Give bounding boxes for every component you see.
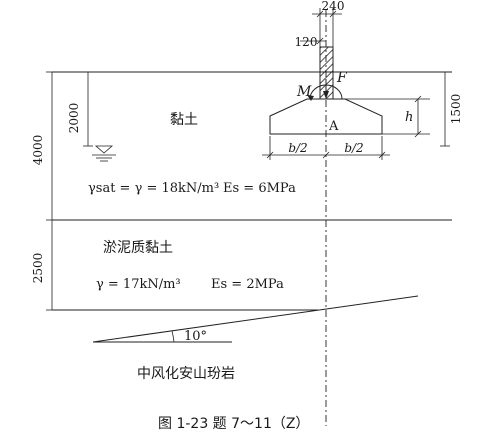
layer2-es: Es = 2MPa (211, 277, 284, 292)
depth-layer2-label: 2500 (31, 253, 45, 284)
rock-name: 中风化安山玢岩 (137, 366, 235, 382)
depth-base-label: 1500 (449, 94, 463, 125)
force-label: F (336, 70, 348, 86)
figure-caption: 图 1-23 题 7～11（Z） (158, 416, 309, 432)
point-a-label: A (328, 119, 339, 134)
angle-arc (171, 330, 175, 343)
layer2-gamma: γ = 17kN/m³ (96, 277, 181, 292)
layer1-es: Es = 6MPa (223, 181, 296, 196)
slope-angle-label: 10° (184, 329, 207, 344)
half-b-right-label: b/2 (344, 141, 363, 155)
half-b-left-label: b/2 (288, 141, 307, 155)
depth-water-label: 2000 (67, 103, 81, 134)
depth-layer1-label: 4000 (31, 135, 45, 166)
moment-label: M (296, 84, 312, 100)
h-label: h (405, 110, 413, 125)
column-width-label: 240 (322, 0, 345, 13)
layer2-name: 淤泥质黏土 (103, 240, 173, 256)
rock-surface-line (92, 295, 419, 343)
offset-label: 120 (295, 35, 318, 49)
layer1-name: 黏土 (170, 112, 198, 128)
water-table-icon (92, 145, 116, 162)
layer1-gamma: γsat = γ = 18kN/m³ (88, 181, 219, 196)
